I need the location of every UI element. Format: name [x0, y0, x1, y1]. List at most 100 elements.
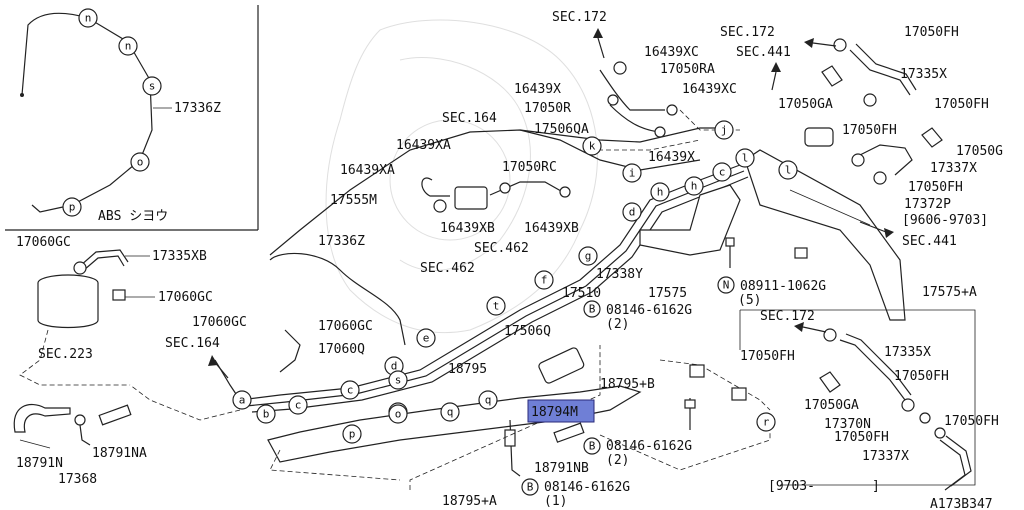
- label-17050fh-b: 17050FH: [934, 97, 989, 112]
- ref-circle-0: [582, 136, 602, 156]
- label-17050ga-b: 17050GA: [804, 398, 859, 413]
- label-17506qa: 17506QA: [534, 122, 589, 137]
- ref-circle-21: [440, 402, 460, 422]
- label-17050r: 17050R: [524, 101, 571, 116]
- ref-letter-3: h: [657, 186, 664, 199]
- inset-ref-circle-0: [78, 8, 98, 28]
- label-18791na: 18791NA: [92, 446, 147, 461]
- ref-letter-13: a: [239, 394, 246, 407]
- label-sec441-a: SEC.441: [736, 45, 791, 60]
- label-17050g: 17050G: [956, 144, 1003, 159]
- ref-circle-22: [478, 390, 498, 410]
- n-marker: [717, 276, 735, 294]
- label-17060gc-3: 17060GC: [192, 315, 247, 330]
- n-marker-letter: N: [723, 279, 730, 292]
- inset-ref-circle-1: [118, 36, 138, 56]
- ref-circle-11: [486, 296, 506, 316]
- label-b-qty-c: (1): [544, 494, 567, 509]
- ref-circle-2: [622, 163, 642, 183]
- ref-letter-24: c: [719, 166, 726, 179]
- label-b-qty-a: (2): [606, 317, 629, 332]
- inset-ref-circle-2: [142, 76, 162, 96]
- label-17050fh-d: 17050FH: [908, 180, 963, 195]
- ref-circle-9: [534, 270, 554, 290]
- ref-letter-19: p: [349, 428, 356, 441]
- label-17337x-a: 17337X: [930, 161, 977, 176]
- label-16439x-a: 16439X: [514, 82, 561, 97]
- ref-circle-20: [388, 404, 408, 424]
- label-18794m[interactable]: 18794M: [531, 405, 578, 420]
- watermark-logo: [325, 19, 598, 334]
- ref-letter-4: h: [691, 180, 698, 193]
- ref-letter-21: q: [447, 406, 454, 419]
- label-17370n: 17370N: [824, 417, 871, 432]
- label-16439xc-a: 16439XC: [644, 45, 699, 60]
- diagram-code: A173B347: [930, 497, 993, 510]
- label-abs-caption: ABS シヨウ: [98, 209, 168, 224]
- label-16439xa-b: 16439XA: [396, 138, 451, 153]
- label-sec164-a: SEC.164: [165, 336, 220, 351]
- reference-circles: kjihhlldgfetcabcdsopoqqrc: [232, 120, 798, 444]
- ref-circle-12: [288, 395, 308, 415]
- label-b-qty-b: (2): [606, 453, 629, 468]
- label-9606-9703: [9606-9703]: [902, 213, 988, 228]
- b-marker-3-letter: B: [527, 481, 534, 494]
- inset-ref-letter-2: s: [149, 80, 156, 93]
- label-sec441-b: SEC.441: [902, 234, 957, 249]
- label-17555m: 17555M: [330, 193, 377, 208]
- label-17337x-b: 17337X: [862, 449, 909, 464]
- ref-letter-20: o: [395, 408, 402, 421]
- inset-ref-letter-4: p: [69, 201, 76, 214]
- fuel-filter-group: [421, 177, 585, 477]
- clip-brackets: [129, 345, 771, 490]
- label-08911-1062g: 08911-1062G: [740, 279, 826, 294]
- b-marker-2-letter: B: [589, 440, 596, 453]
- ref-letter-8: g: [585, 250, 592, 263]
- label-17338y: 17338Y: [596, 267, 643, 282]
- ref-circle-8: [578, 246, 598, 266]
- inset-ref-circle-4: [62, 197, 82, 217]
- label-17060gc-1: 17060GC: [16, 235, 71, 250]
- inset-ref-letter-3: o: [137, 156, 144, 169]
- direction-arrows: [208, 28, 894, 379]
- ref-circle-17: [388, 370, 408, 390]
- ref-letter-15: c: [347, 384, 354, 397]
- ref-letter-12: c: [295, 399, 302, 412]
- label-17060q: 17060Q: [318, 342, 365, 357]
- ref-circle-7: [622, 202, 642, 222]
- label-17050fh-c: 17050FH: [842, 123, 897, 138]
- label-9703-end: ]: [872, 479, 880, 494]
- ref-circle-10: [416, 328, 436, 348]
- ref-circle-15: [340, 380, 360, 400]
- highlight-18794m[interactable]: [527, 399, 595, 423]
- ref-letter-1: j: [721, 124, 728, 137]
- inset-9703: [739, 309, 976, 491]
- inset-ref-letter-0: n: [85, 12, 92, 25]
- vapor-hoses-top: [590, 61, 740, 151]
- label-08146-a: 08146-6162G: [606, 303, 692, 318]
- b-marker-2: [583, 437, 601, 455]
- label-sec462-b: SEC.462: [474, 241, 529, 256]
- label-17575a: 17575+A: [922, 285, 977, 300]
- label-17506q: 17506Q: [504, 324, 551, 339]
- label-17060gc-2: 17060GC: [158, 290, 213, 305]
- b-marker-1-letter: B: [589, 303, 596, 316]
- label-17050fh-f: 17050FH: [894, 369, 949, 384]
- ref-letter-16: d: [391, 360, 398, 373]
- label-17050fh-a: 17050FH: [904, 25, 959, 40]
- label-sec172-c: SEC.172: [760, 309, 815, 324]
- label-17336z-inset: 17336Z: [174, 101, 221, 116]
- label-17050ra: 17050RA: [660, 62, 715, 77]
- label-16439xb-a: 16439XB: [440, 221, 495, 236]
- label-17335x-a: 17335X: [900, 67, 947, 82]
- inset-ref-circle-3: [130, 152, 150, 172]
- ref-circle-23: [756, 412, 776, 432]
- vapor-hoses-right: [804, 38, 943, 185]
- part-labels: 17336Z ABS シヨウ 17060GC 17335X B 17060GC S…: [16, 10, 1003, 510]
- label-sec172-b: SEC.172: [720, 25, 775, 40]
- label-18791n: 18791N: [16, 456, 63, 471]
- label-17575: 17575: [648, 286, 687, 301]
